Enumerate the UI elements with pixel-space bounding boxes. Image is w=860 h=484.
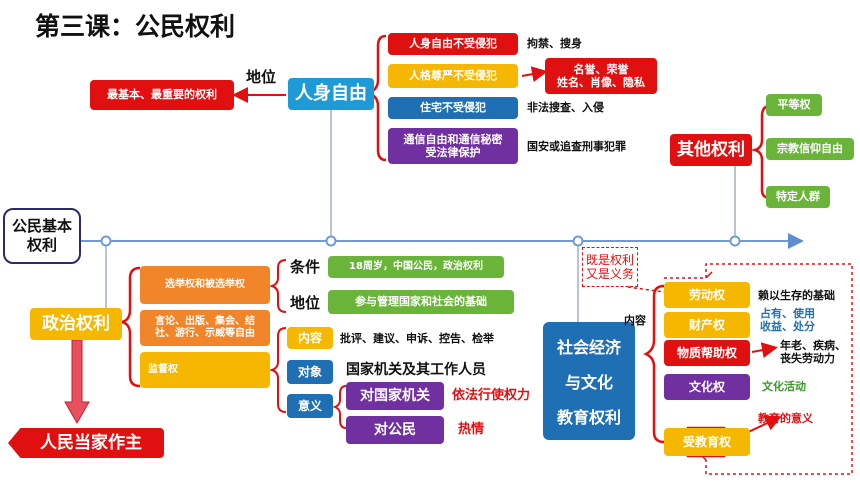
pf-item-3: 住宅不受侵犯 — [388, 97, 518, 119]
down-arrow-icon — [64, 340, 90, 424]
political-rights-node: 政治权利 — [30, 308, 122, 340]
socio-label-2: 与文化 — [564, 372, 613, 392]
center-node: 公民基本 权利 — [3, 208, 81, 264]
pf-item-1: 人身自由不受侵犯 — [388, 33, 518, 55]
pf-note-3: 非法搜查、入侵 — [527, 101, 604, 114]
pr-meaning-note-1: 依法行使权力 — [452, 388, 531, 403]
pr-content-label: 内容 — [287, 327, 333, 349]
pr-item-3: 监督权 — [140, 352, 270, 388]
pf-item-4: 通信自由和通信秘密 受法律保护 — [388, 128, 518, 164]
pr-item-1: 选举权和被选举权 — [140, 266, 270, 304]
personal-freedom-status-value: 最基本、最重要的权利 — [90, 80, 234, 110]
timeline-node — [729, 235, 741, 247]
socio-item-5: 受教育权 — [664, 428, 750, 456]
socio-note-3: 年老、疾病、 丧失劳动力 — [780, 339, 846, 366]
pr-condition-value: 18周岁，中国公民，政治权利 — [328, 256, 504, 278]
pr-meaning-label: 意义 — [287, 394, 333, 418]
timeline-node — [100, 235, 112, 247]
pf-note-4: 国安或追查刑事犯罪 — [527, 140, 626, 153]
other-rights-node: 其他权利 — [670, 134, 752, 166]
pf-note-2: 名誉、荣誉 姓名、肖像、隐私 — [545, 58, 657, 94]
socio-rights-node: 社会经济 与文化 教育权利 — [543, 322, 635, 440]
socio-label-3: 教育权利 — [556, 408, 621, 428]
pr-meaning-note-2: 热情 — [458, 422, 485, 437]
other-rights-item-1: 平等权 — [766, 94, 822, 116]
other-rights-item-3: 特定人群 — [766, 186, 830, 208]
socio-content-label: 内容 — [624, 314, 646, 327]
pr-result: 人民当家作主 — [8, 428, 164, 458]
socio-note-1: 赖以生存的基础 — [758, 289, 835, 302]
personal-freedom-node: 人身自由 — [288, 78, 374, 110]
center-node-label: 公民基本 权利 — [11, 217, 72, 254]
socio-note-4: 文化活动 — [762, 380, 806, 393]
pr-object-label: 对象 — [287, 360, 333, 384]
personal-freedom-status-label: 地位 — [246, 68, 277, 86]
socio-note-2: 占有、使用 收益、处分 — [760, 307, 815, 334]
socio-item-2: 财产权 — [664, 312, 750, 338]
page-title: 第三课：公民权利 — [35, 12, 236, 41]
socio-item-4: 文化权 — [664, 374, 750, 400]
pr-object-value: 国家机关及其工作人员 — [346, 362, 486, 378]
pr-status-label: 地位 — [290, 294, 321, 312]
pf-note-1: 拘禁、搜身 — [527, 37, 582, 50]
personal-freedom-label: 人身自由 — [295, 83, 367, 105]
pr-content-value: 批评、建议、申诉、控告、检举 — [340, 332, 494, 345]
socio-item-3: 物质帮助权 — [664, 340, 750, 366]
pr-condition-label: 条件 — [290, 258, 321, 276]
socio-label-1: 社会经济 — [556, 337, 621, 357]
pr-status-value: 参与管理国家和社会的基础 — [328, 290, 514, 314]
pr-item-2: 言论、出版、集会、结社、游行、示威等自由 — [140, 310, 270, 346]
socio-item-1: 劳动权 — [664, 282, 750, 308]
socio-both-note: 既是权利 又是义务 — [582, 247, 638, 287]
socio-note-5: 教育的意义 — [758, 412, 813, 425]
pr-meaning-item-1: 对国家机关 — [346, 382, 444, 410]
other-rights-item-2: 宗教信仰自由 — [766, 138, 854, 160]
timeline-node — [572, 235, 584, 247]
timeline-node — [325, 235, 337, 247]
pr-meaning-item-2: 对公民 — [346, 416, 444, 444]
pf-item-2: 人格尊严不受侵犯 — [388, 64, 518, 88]
